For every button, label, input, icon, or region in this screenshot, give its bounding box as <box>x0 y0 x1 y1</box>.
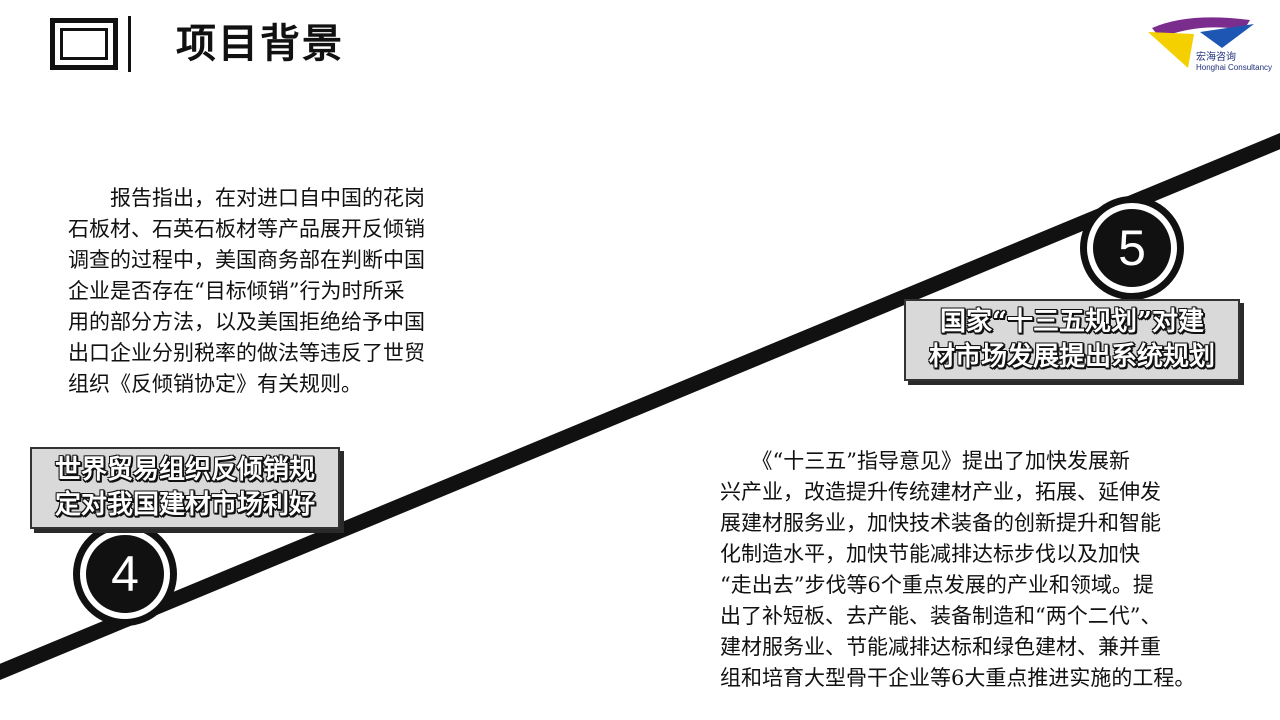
paragraph-line: 化制造水平，加快节能减排达标步伐以及加快 <box>720 542 1140 566</box>
paragraph-line: 组织《反倾销协定》有关规则。 <box>68 372 362 396</box>
label-line: 材市场发展提出系统规划 <box>928 342 1215 372</box>
milestone-number: 5 <box>1118 220 1146 276</box>
paragraph-line: 石板材、石英石板材等产品展开反倾销 <box>68 217 425 241</box>
milestone-circle-5: 5 <box>1080 196 1184 300</box>
milestone-number: 4 <box>111 546 139 602</box>
paragraph-line: 出口企业分别税率的做法等违反了世贸 <box>68 341 425 365</box>
logo-mark-icon <box>1148 17 1254 68</box>
paragraph-line: 兴产业，改造提升传统建材产业，拓展、延伸发 <box>720 480 1161 504</box>
paragraph-line: 出了补短板、去产能、装备制造和“两个二代”、 <box>720 604 1162 628</box>
company-logo: 宏海咨询 Honghai Consultancy <box>1140 12 1275 76</box>
title-square-icon <box>50 18 118 70</box>
milestone-label-5: 国家“十三五规划”对建 材市场发展提出系统规划 <box>904 299 1240 381</box>
paragraph-line: 报告指出，在对进口自中国的花岗 <box>68 186 425 210</box>
paragraph-left: 报告指出，在对进口自中国的花岗 石板材、石英石板材等产品展开反倾销 调查的过程中… <box>68 183 478 400</box>
paragraph-right: 《“十三五”指导意见》提出了加快发展新 兴产业，改造提升传统建材产业，拓展、延伸… <box>720 446 1250 694</box>
milestone-circle-4: 4 <box>73 522 177 626</box>
label-line: 定对我国建材市场利好 <box>54 490 315 520</box>
label-line: 国家“十三五规划”对建 <box>940 307 1204 337</box>
paragraph-line: 企业是否存在“目标倾销”行为时所采 <box>68 279 405 303</box>
milestone-label-4: 世界贸易组织反倾销规 定对我国建材市场利好 <box>30 447 340 529</box>
paragraph-line: 用的部分方法，以及美国拒绝给予中国 <box>68 310 425 334</box>
paragraph-line: 建材服务业、节能减排达标和绿色建材、兼并重 <box>720 635 1161 659</box>
title-divider <box>128 16 131 72</box>
label-line: 世界贸易组织反倾销规 <box>54 455 315 485</box>
paragraph-line: “走出去”步伐等6个重点发展的产业和领域。提 <box>720 573 1154 597</box>
paragraph-line: 调查的过程中，美国商务部在判断中国 <box>68 248 425 272</box>
paragraph-line: 组和培育大型骨干企业等6大重点推进实施的工程。 <box>720 666 1196 690</box>
paragraph-line: 展建材服务业，加快技术装备的创新提升和智能 <box>720 511 1161 535</box>
paragraph-line: 《“十三五”指导意见》提出了加快发展新 <box>720 449 1130 473</box>
logo-name-en: Honghai Consultancy <box>1196 63 1273 72</box>
logo-name-cn: 宏海咨询 <box>1196 52 1236 63</box>
page-title: 项目背景 <box>176 20 344 67</box>
